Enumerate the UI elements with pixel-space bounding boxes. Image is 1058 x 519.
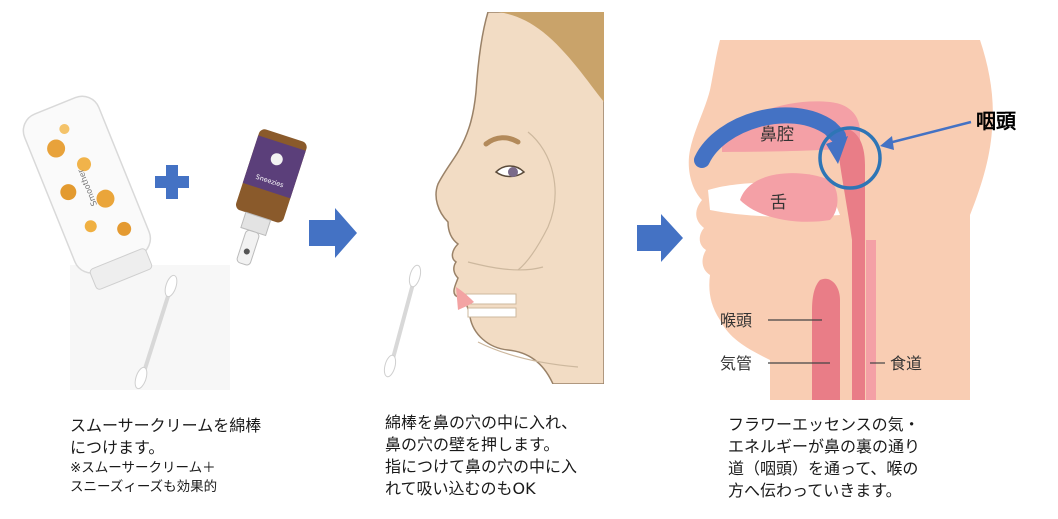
step2-caption-line2: 鼻の穴の壁を押します。 — [385, 435, 560, 454]
esophagus-tube — [866, 240, 876, 400]
step3-illustration: 鼻腔 舌 咽頭 喉頭 気管 食道 — [680, 40, 1050, 400]
pharynx-circle — [818, 126, 882, 190]
label-trachea: 気管 — [720, 354, 752, 373]
step2-caption: 綿棒を鼻の穴の中に入れ、 鼻の穴の壁を押します。 指につけて鼻の穴の中に入 れて… — [385, 412, 645, 500]
step2-illustration — [378, 11, 605, 385]
step-arrow-2 — [637, 214, 683, 262]
plus-icon — [155, 165, 189, 199]
step1-note-line2: スニーズィーズも効果的 — [70, 479, 218, 495]
face-profile — [435, 11, 605, 385]
step1-caption: スムーサークリームを綿棒 につけます。 ※スムーサークリーム＋ スニーズィーズも… — [70, 415, 330, 497]
pharynx-tube — [835, 127, 865, 400]
trachea-tube — [812, 278, 840, 400]
tongue — [740, 173, 838, 222]
step3-svg: 鼻腔 舌 咽頭 喉頭 気管 食道 — [688, 40, 1017, 400]
step1-note-line1: ※スムーサークリーム＋ — [70, 460, 216, 476]
step2-caption-line1: 綿棒を鼻の穴の中に入れ、 — [385, 413, 578, 432]
step3-caption-line1: フラワーエッセンスの気・ — [728, 415, 920, 434]
label-pharynx: 咽頭 — [976, 109, 1017, 133]
step2-caption-line3: 指につけて鼻の穴の中に入 — [385, 457, 578, 476]
step-arrow-1 — [309, 208, 357, 258]
energy-flow-arrow — [694, 107, 846, 168]
step3-caption-line4: 方へ伝わっていきます。 — [728, 481, 902, 500]
lips — [456, 287, 474, 310]
swab-card — [70, 265, 230, 390]
dropper-bottle: Sneezies — [235, 129, 307, 266]
pharynx-pointer — [884, 120, 972, 146]
label-larynx: 喉頭 — [720, 311, 752, 330]
eyebrow — [483, 135, 521, 147]
cream-bottle: Smoother — [22, 95, 153, 290]
step2-caption-line4: れて吸い込むのもOK — [385, 479, 536, 498]
label-nasal-cavity: 鼻腔 — [760, 125, 794, 145]
label-tongue: 舌 — [770, 193, 787, 213]
label-esophagus: 食道 — [890, 354, 922, 373]
flow-arrow-head — [826, 136, 848, 164]
cotton-swab-2 — [383, 264, 422, 378]
cotton-swab — [134, 274, 178, 390]
step1-caption-line1: スムーサークリームを綿棒 — [70, 416, 262, 435]
step2-svg — [378, 11, 605, 385]
step3-caption-line3: 道（咽頭）を通って、喉の — [728, 459, 919, 478]
step1-svg: Smoother Sneezies — [22, 95, 307, 390]
step3-caption-line2: エネルギーが鼻の裏の通り — [728, 437, 921, 456]
step1-illustration: Smoother Sneezies — [15, 80, 315, 400]
step1-caption-line2: につけます。 — [70, 438, 165, 457]
hair — [498, 12, 604, 102]
head-silhouette — [688, 40, 993, 400]
step3-caption: フラワーエッセンスの気・ エネルギーが鼻の裏の通り 道（咽頭）を通って、喉の 方… — [728, 414, 1008, 502]
